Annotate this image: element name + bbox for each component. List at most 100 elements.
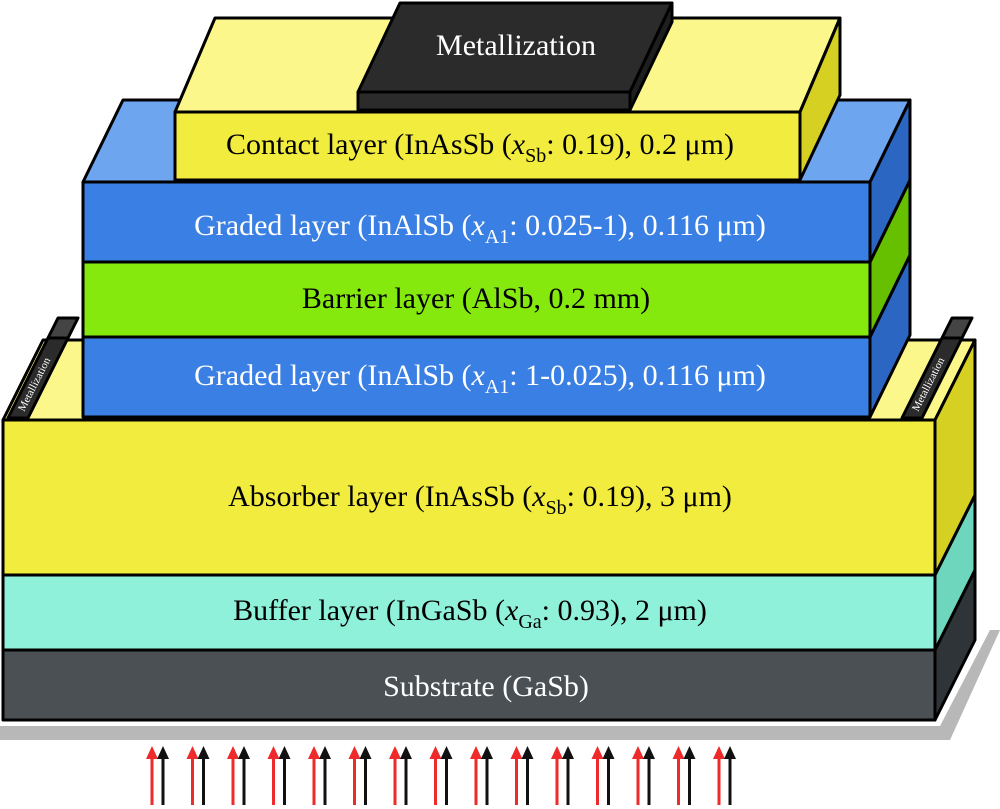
light-arrow-black-head [562,746,574,759]
light-arrow-red [186,746,199,805]
light-arrow-black-head [683,746,696,759]
graded-bottom-label: Graded layer (InAlSb (xA1: 1-0.025), 0.1… [194,359,766,398]
light-arrow-black [278,746,291,805]
base-shadow [0,630,1000,740]
absorber-label: Absorber layer (InAsSb (xSb: 0.19), 3 μm… [228,480,732,519]
buffer-label-main: Buffer layer (InGaSb ( [233,594,505,627]
contact-front [173,110,802,182]
contact-label: Contact layer (InAsSb (xSb: 0.19), 0.2 μ… [226,128,734,167]
buffer-front [1,573,937,652]
contact-label-var: x [511,128,526,161]
light-arrow-red-head [308,746,320,759]
top-metal-side [628,1,674,112]
light-arrow-red [551,746,563,805]
light-arrow-red [429,746,442,805]
right-metal-top [940,316,974,340]
light-arrow-black [400,746,412,805]
absorber-label-rest: : 0.19), 3 μm) [567,480,732,513]
substrate-front [1,648,937,722]
graded-top-label: Graded layer (InAlSb (xA1: 0.025-1), 0.1… [194,209,766,248]
light-arrow-red [713,746,725,805]
top-metal-pad: Metallization [356,1,674,112]
light-arrow-black-head [319,746,331,759]
light-arrow-red-head [672,746,685,759]
light-arrow-black-head [197,746,210,759]
light-arrow-black [157,746,169,805]
light-arrow-red-head [470,746,482,759]
light-arrow-red [470,746,482,805]
light-arrow-black-head [481,746,493,759]
buffer-label-var: x [504,594,519,627]
light-arrow-black [724,746,736,805]
light-arrow-black [521,746,534,805]
light-arrow-red [389,746,401,805]
light-arrow-red [227,746,239,805]
absorber-label-var: x [531,480,546,513]
light-arrow-black [562,746,574,805]
absorber-front [1,418,937,577]
light-arrow-black [683,746,696,805]
substrate-label: Substrate (GaSb) [383,670,589,703]
barrier-label: Barrier layer (AlSb, 0.2 mm) [302,282,650,315]
absorber-label-main: Absorber layer (InAsSb ( [228,480,532,513]
light-arrow-red [510,746,523,805]
light-arrow-red-head [429,746,442,759]
graded-top-front [81,180,872,264]
light-arrow-black [359,746,372,805]
light-arrow-red-head [713,746,725,759]
top-metal-front [356,90,632,112]
light-arrow-black-head [238,746,250,759]
base-shadow-side [940,630,1000,740]
buffer-label: Buffer layer (InGaSb (xGa: 0.93), 2 μm) [233,594,707,633]
light-arrow-black [643,746,655,805]
light-arrow-red [348,746,361,805]
contact-label-main: Contact layer (InAsSb ( [226,128,512,161]
buffer-layer: Buffer layer (InGaSb (xGa: 0.93), 2 μm) [1,493,977,652]
light-arrow-red-head [632,746,644,759]
light-arrow-red [308,746,320,805]
light-arrow-black [481,746,493,805]
light-arrow-black [602,746,615,805]
top-metal-label: Metallization [436,29,596,62]
graded-top-label-var: x [471,209,486,242]
buffer-label-sub: Ga [518,611,541,633]
light-arrow-red-head [389,746,401,759]
light-arrow-red-head [591,746,604,759]
graded-top-label-main: Graded layer (InAlSb ( [194,209,471,242]
buffer-label-rest: : 0.93), 2 μm) [542,594,707,627]
light-arrow-black-head [643,746,655,759]
light-arrow-red-head [227,746,239,759]
barrier-front [81,260,872,339]
graded-bottom-label-rest: : 1-0.025), 0.116 μm) [509,359,766,392]
contact-label-sub: Sb [525,145,546,167]
top-metal-label-text: Metallization [436,29,596,62]
light-arrow-black-head [359,746,372,759]
contact-label-rest: : 0.19), 0.2 μm) [546,128,734,161]
left-metal-top [46,316,80,340]
graded-bottom-label-var: x [471,359,486,392]
light-arrow-red [146,746,158,805]
light-arrow-black-head [724,746,736,759]
light-arrow-red-head [186,746,199,759]
illumination-arrows [146,746,736,805]
light-arrow-red [267,746,280,805]
graded-bottom-label-sub: A1 [485,376,509,398]
substrate-layer: Substrate (GaSb) [1,568,977,722]
light-arrow-black-head [521,746,534,759]
light-arrow-red-head [348,746,361,759]
light-arrow-red-head [267,746,280,759]
base-shadow-bottom [0,726,940,740]
light-arrow-red [591,746,604,805]
light-arrow-black-head [157,746,169,759]
graded-bottom-front [81,335,872,419]
light-arrow-black-head [440,746,453,759]
light-arrow-red [632,746,644,805]
absorber-label-sub: Sb [546,497,567,519]
light-arrow-black-head [400,746,412,759]
light-arrow-black [238,746,250,805]
graded-bottom-label-main: Graded layer (InAlSb ( [194,359,471,392]
barrier-label-text: Barrier layer (AlSb, 0.2 mm) [302,282,650,315]
light-arrow-red-head [551,746,563,759]
substrate-label-text: Substrate (GaSb) [383,670,589,703]
